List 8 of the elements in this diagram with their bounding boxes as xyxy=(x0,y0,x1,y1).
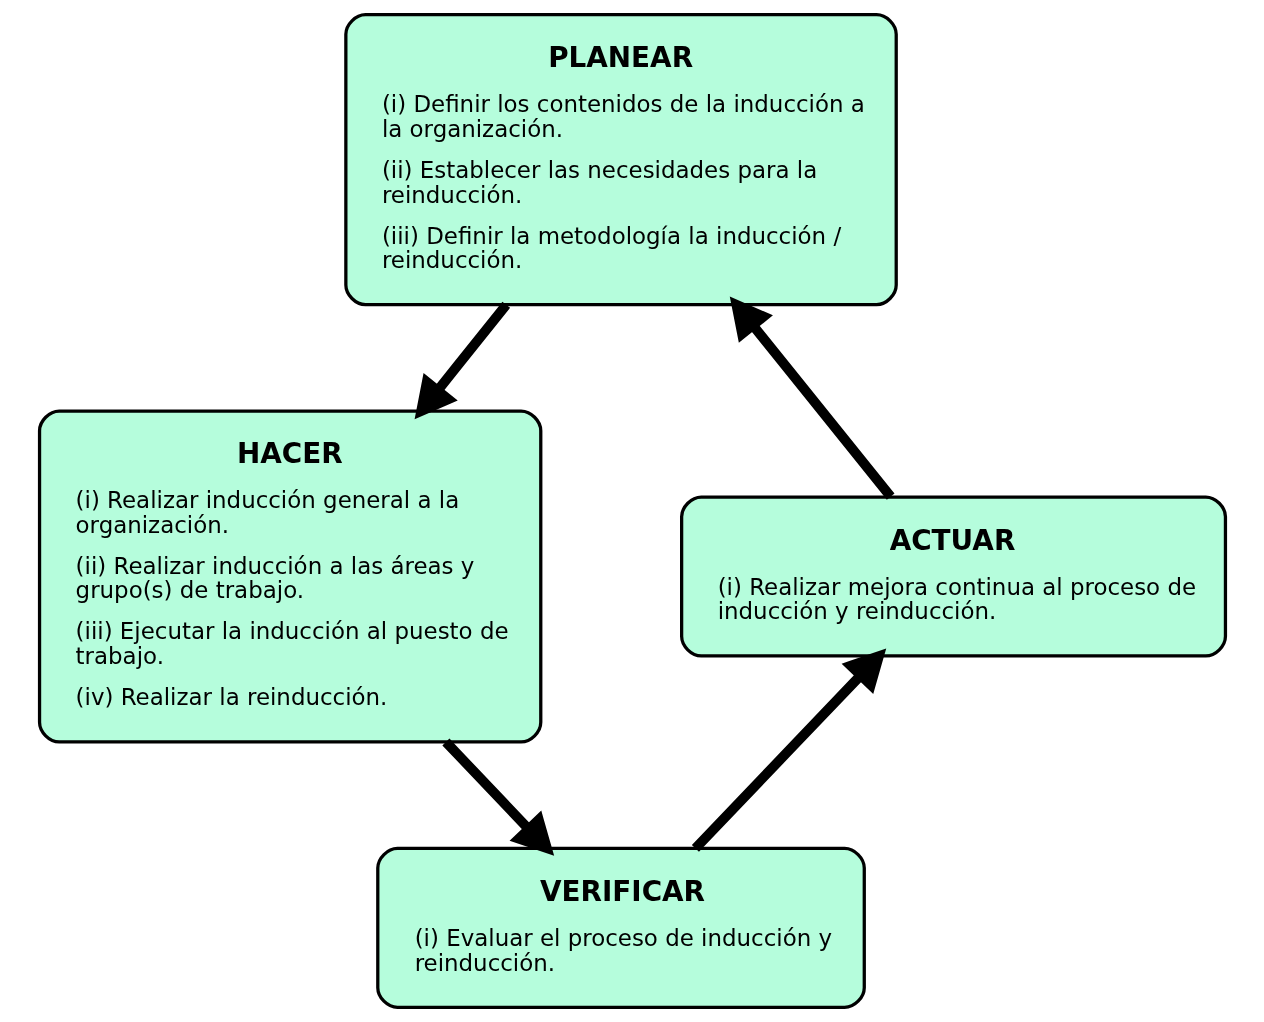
node-box: PLANEAR (i) Definir los contenidos de la inducción a la organización. (ii) Establecer las necesidades para la reinducción. (iii) Definir la metodología la inducción / reinducción. xyxy=(343,13,898,307)
node-box: HACER (i) Realizar inducción general a la organización. (ii) Realizar inducción a las áreas y grupo(s) de trabajo. (iii) Ejecutar la inducción al puesto de trabajo. (iv) Realizar la reinducción. xyxy=(37,409,542,744)
node-box: ACTUAR (i) Realizar mejora continua al proceso de inducción y reinducción. xyxy=(679,495,1227,658)
arrow xyxy=(441,738,554,856)
arrow xyxy=(729,296,894,500)
node-box: VERIFICAR (i) Evaluar el proceso de inducción y reinducción. xyxy=(375,846,866,1009)
arrow xyxy=(691,648,886,852)
arrow xyxy=(414,301,510,420)
